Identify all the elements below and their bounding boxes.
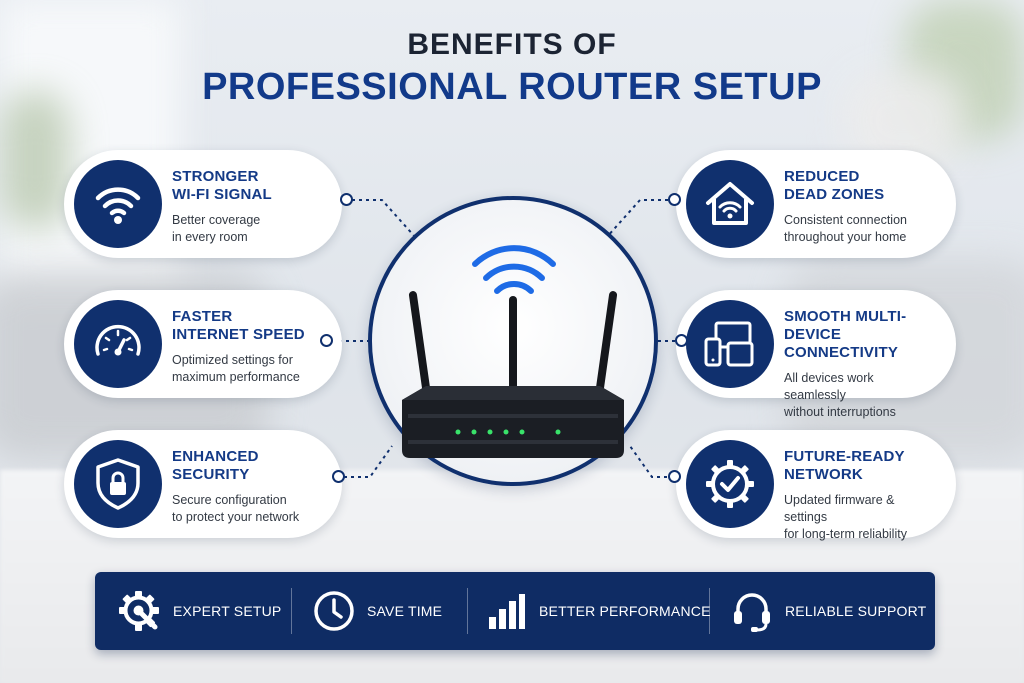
banner-divider xyxy=(709,588,710,634)
connector-dot xyxy=(320,334,333,347)
card-multi-device: SMOOTH MULTI- DEVICE CONNECTIVITY All de… xyxy=(676,290,956,419)
router-top xyxy=(402,386,624,400)
router-illustration xyxy=(368,196,658,486)
gear-check-icon xyxy=(706,460,754,508)
banner-divider xyxy=(467,588,468,634)
card-heading: FASTER INTERNET SPEED xyxy=(172,308,305,343)
connector-dot xyxy=(675,334,688,347)
card-heading: REDUCED DEAD ZONES xyxy=(784,168,885,203)
router-vents xyxy=(408,414,618,418)
card-icon-circle xyxy=(686,300,774,388)
router-antenna xyxy=(509,296,517,402)
banner-label: SAVE TIME xyxy=(367,603,443,619)
card-description: Secure configuration to protect your net… xyxy=(172,493,300,524)
banner-label: EXPERT SETUP xyxy=(173,603,282,619)
banner-label: RELIABLE SUPPORT xyxy=(785,603,927,619)
banner-item-reliable-support: RELIABLE SUPPORT xyxy=(731,572,926,650)
headset-icon xyxy=(734,593,770,632)
router-wifi-icon xyxy=(472,245,556,294)
card-description: Optimized settings for maximum performan… xyxy=(172,353,300,384)
router-leds xyxy=(455,429,561,435)
banner-item-save-time: SAVE TIME xyxy=(313,572,442,650)
card-heading: FUTURE-READY NETWORK xyxy=(784,448,905,483)
devices-icon xyxy=(704,321,754,367)
clock-icon xyxy=(314,591,354,631)
card-icon-circle xyxy=(74,300,162,388)
card-enhanced-security: ENHANCED SECURITY Secure configuration t… xyxy=(64,430,342,538)
router-antenna xyxy=(594,291,618,403)
card-faster-speed: FASTER INTERNET SPEED Optimized settings… xyxy=(64,290,342,398)
card-icon-circle xyxy=(686,440,774,528)
home-wifi-icon xyxy=(706,182,754,225)
speedometer-icon xyxy=(95,324,141,356)
shield-lock-icon xyxy=(96,458,140,510)
card-icon-circle xyxy=(74,440,162,528)
router-icon xyxy=(402,245,624,458)
card-heading: STRONGER WI-FI SIGNAL xyxy=(172,168,272,203)
card-description: Better coverage in every room xyxy=(172,213,261,244)
title-line-1: BENEFITS OF xyxy=(407,28,617,61)
card-description: Updated firmware & settings for long-ter… xyxy=(784,493,907,541)
wifi-icon xyxy=(95,187,141,224)
connector-dot xyxy=(332,470,345,483)
router-vents xyxy=(408,440,618,444)
connector-dot xyxy=(340,193,353,206)
connector-dot xyxy=(668,193,681,206)
card-heading: SMOOTH MULTI- DEVICE CONNECTIVITY xyxy=(784,308,907,361)
benefits-banner: EXPERT SETUP SAVE TIME BETTER PERFORMANC… xyxy=(95,572,935,650)
gear-wrench-icon xyxy=(119,591,159,631)
card-stronger-wifi: STRONGER WI-FI SIGNAL Better coverage in… xyxy=(64,150,342,258)
connector-dot xyxy=(668,470,681,483)
background-plant-left xyxy=(0,90,70,230)
banner-label: BETTER PERFORMANCE xyxy=(539,603,711,619)
bar-chart-icon xyxy=(489,594,525,629)
title-line-2: PROFESSIONAL ROUTER SETUP xyxy=(202,66,822,108)
card-future-ready: FUTURE-READY NETWORK Updated firmware & … xyxy=(676,430,956,541)
card-description: All devices work seamlessly without inte… xyxy=(784,371,896,419)
banner-item-expert-setup: EXPERT SETUP xyxy=(117,572,281,650)
router-antenna xyxy=(408,291,432,403)
card-icon-circle xyxy=(74,160,162,248)
card-description: Consistent connection throughout your ho… xyxy=(784,213,907,244)
card-reduced-dead-zones: REDUCED DEAD ZONES Consistent connection… xyxy=(676,150,956,258)
card-icon-circle xyxy=(686,160,774,248)
banner-item-better-performance: BETTER PERFORMANCE xyxy=(487,572,711,650)
banner-divider xyxy=(291,588,292,634)
card-heading: ENHANCED SECURITY xyxy=(172,448,259,483)
